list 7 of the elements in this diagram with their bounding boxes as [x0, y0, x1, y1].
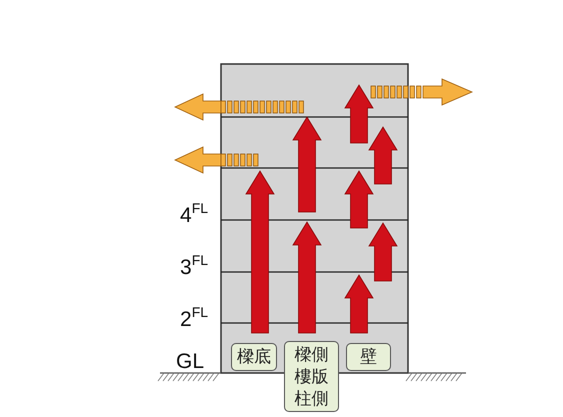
floor-label: 4$^{FL}$: [180, 199, 208, 227]
floor-label: 2$^{FL}$: [180, 303, 208, 331]
floor-label: 3$^{FL}$: [180, 251, 208, 279]
label-box: 樑底: [231, 343, 277, 371]
label-box: 樑側樓版柱側: [284, 341, 339, 412]
floor-label: GL: [176, 351, 204, 373]
label-box: 壁: [346, 343, 391, 371]
